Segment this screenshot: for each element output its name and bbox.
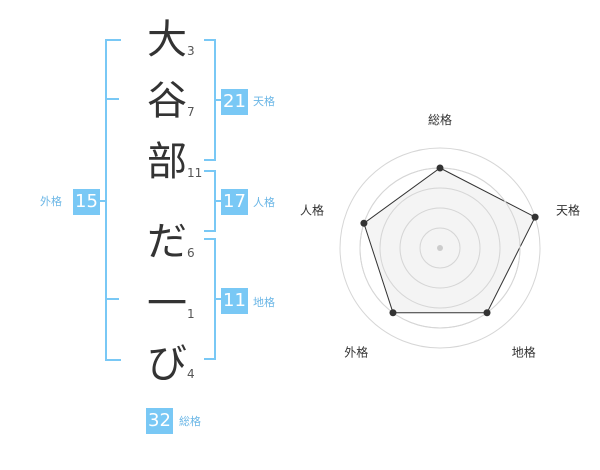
earth-bracket — [204, 238, 216, 360]
radar-axis-label: 総格 — [428, 112, 452, 127]
stroke-count: 11 — [187, 166, 203, 180]
outer-bracket-tick — [105, 298, 119, 300]
stroke-count: 6 — [187, 246, 195, 260]
name-char: 谷 — [147, 78, 187, 124]
earth-bracket-connector — [216, 298, 222, 300]
radar-point — [483, 309, 491, 317]
radar-series-polygon — [363, 167, 536, 314]
outer-label: 外格 — [40, 195, 62, 208]
name-char: 部 — [147, 139, 187, 185]
name-char: 一 — [147, 281, 187, 327]
total-badge: 32 — [146, 408, 173, 434]
person-badge: 17 — [221, 189, 248, 215]
person-bracket-connector — [216, 200, 222, 202]
outer-bracket-connector — [97, 200, 105, 202]
outer-bracket — [105, 39, 121, 361]
person-label: 人格 — [253, 196, 275, 209]
radar-axis-label: 地格 — [512, 345, 536, 360]
total-label: 総格 — [179, 415, 201, 428]
radar-grid-circle — [419, 227, 461, 269]
radar-axis-label: 天格 — [556, 202, 580, 217]
radar-point — [389, 309, 397, 317]
name-char: び — [147, 341, 187, 387]
stroke-count: 4 — [187, 367, 195, 381]
radar-point — [360, 219, 368, 227]
earth-label: 地格 — [253, 296, 275, 309]
radar-axis-label: 人格 — [300, 202, 324, 217]
radar-center-dot — [437, 245, 443, 251]
earth-badge: 11 — [221, 288, 248, 314]
radar-grid-circle — [379, 187, 501, 309]
stroke-count: 1 — [187, 307, 195, 321]
radar-grid-circle — [339, 147, 541, 349]
outer-badge: 15 — [73, 189, 100, 215]
name-char: 大 — [147, 17, 187, 63]
radar-grid-circle — [399, 207, 481, 289]
heaven-bracket — [204, 39, 216, 161]
radar-axis-label: 外格 — [344, 345, 368, 360]
radar-point — [436, 164, 444, 172]
stroke-count: 3 — [187, 44, 195, 58]
heaven-bracket-connector — [216, 99, 222, 101]
outer-bracket-tick — [105, 98, 119, 100]
radar-point — [531, 213, 539, 221]
person-bracket — [204, 170, 216, 232]
name-char: だ — [147, 219, 187, 265]
heaven-badge: 21 — [221, 89, 248, 115]
heaven-label: 天格 — [253, 95, 275, 108]
stroke-count: 7 — [187, 105, 195, 119]
